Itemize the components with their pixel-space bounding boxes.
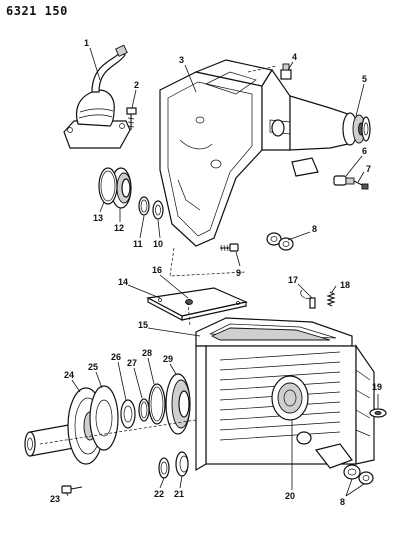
callout-21: 21 [174,489,184,499]
housing-bolts-upper [266,232,294,251]
callout-19: 19 [372,382,382,392]
callout-labels: 1 2 3 4 5 6 7 8 9 10 11 12 13 14 15 16 1… [50,38,382,507]
case-ribs [219,351,341,441]
callout-26: 26 [111,352,121,362]
callout-17: 17 [288,275,298,285]
ring-22 [158,457,170,479]
callout-8: 8 [312,224,317,234]
callout-5: 5 [362,74,367,84]
input-bearing [165,373,191,435]
callout-2: 2 [134,80,139,90]
callout-24: 24 [64,370,74,380]
housing-bolt [220,243,239,252]
leader-lines [65,47,379,497]
ring-21 [175,451,189,477]
callout-23: 23 [50,494,60,504]
callout-11: 11 [133,239,143,249]
callout-25: 25 [88,362,98,372]
callout-14: 14 [118,277,128,287]
callout-10: 10 [153,239,163,249]
callout-4: 4 [292,52,297,62]
callout-13: 13 [93,213,103,223]
shift-lever-assembly [63,44,131,149]
snap-ring-28 [148,383,166,425]
callout-20: 20 [285,491,295,501]
callout-15: 15 [138,320,148,330]
callout-1: 1 [84,38,89,48]
callout-27: 27 [127,358,137,368]
retainer-gasket [89,385,119,451]
callout-12: 12 [114,223,124,233]
document-id: 6321 150 [6,4,68,18]
callout-3: 3 [179,55,184,65]
callout-29: 29 [163,354,173,364]
detent-spring [326,291,336,307]
housing-seal [361,116,371,142]
drain-plug [343,464,374,485]
callout-8-lower: 8 [340,497,345,507]
alignment-lines [39,65,277,445]
retainer-bolt [61,485,83,494]
transmission-case [195,317,375,472]
callout-6: 6 [362,146,367,156]
ring-11 [138,196,150,216]
seal-10 [152,200,164,220]
callout-9: 9 [236,268,241,278]
callout-22: 22 [154,489,164,499]
callout-18: 18 [340,280,350,290]
vent-fitting [280,63,292,80]
lever-bolt [126,107,137,130]
callout-7: 7 [366,164,371,174]
retainer-seal [120,399,136,429]
detent-plunger [300,289,316,309]
callout-28: 28 [142,348,152,358]
snap-ring-13 [98,167,118,205]
backup-switch [333,175,369,190]
extension-housing [159,59,366,247]
callout-16: 16 [152,265,162,275]
cover-plate [146,287,248,321]
snap-ring-27 [138,398,150,422]
fill-washer [369,408,387,418]
